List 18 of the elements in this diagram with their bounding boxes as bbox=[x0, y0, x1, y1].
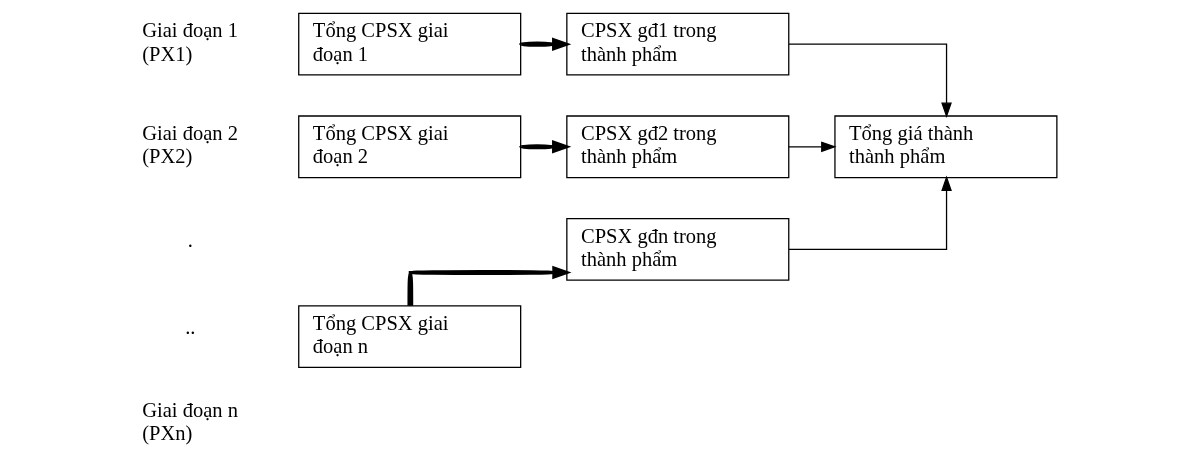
label: .. bbox=[185, 315, 196, 338]
arrow bbox=[407, 265, 572, 306]
node-label: Giai đoạn 1 (PX1) bbox=[142, 19, 238, 65]
arrow bbox=[520, 37, 572, 51]
node-box: Tổng CPSX giai đoạn 2 bbox=[298, 115, 522, 179]
node-box: Tổng CPSX giai đoạn n bbox=[298, 305, 522, 369]
arrow bbox=[788, 43, 952, 118]
arrow bbox=[788, 141, 837, 153]
arrow bbox=[788, 175, 952, 251]
arrow bbox=[520, 140, 572, 154]
node-box: CPSX gđ2 trong thành phẩm bbox=[566, 115, 790, 179]
node-box: CPSX gđ1 trong thành phẩm bbox=[566, 12, 790, 76]
node-box: CPSX gđn trong thành phẩm bbox=[566, 217, 790, 281]
node-label: Giai đoạn 2 (PX2) bbox=[142, 122, 238, 168]
node-box: Tổng CPSX giai đoạn 1 bbox=[298, 12, 522, 76]
node-box: Tổng giá thành thành phẩm bbox=[834, 115, 1058, 179]
label: . bbox=[187, 228, 193, 251]
node-label: Giai đoạn n (PXn) bbox=[142, 399, 238, 445]
